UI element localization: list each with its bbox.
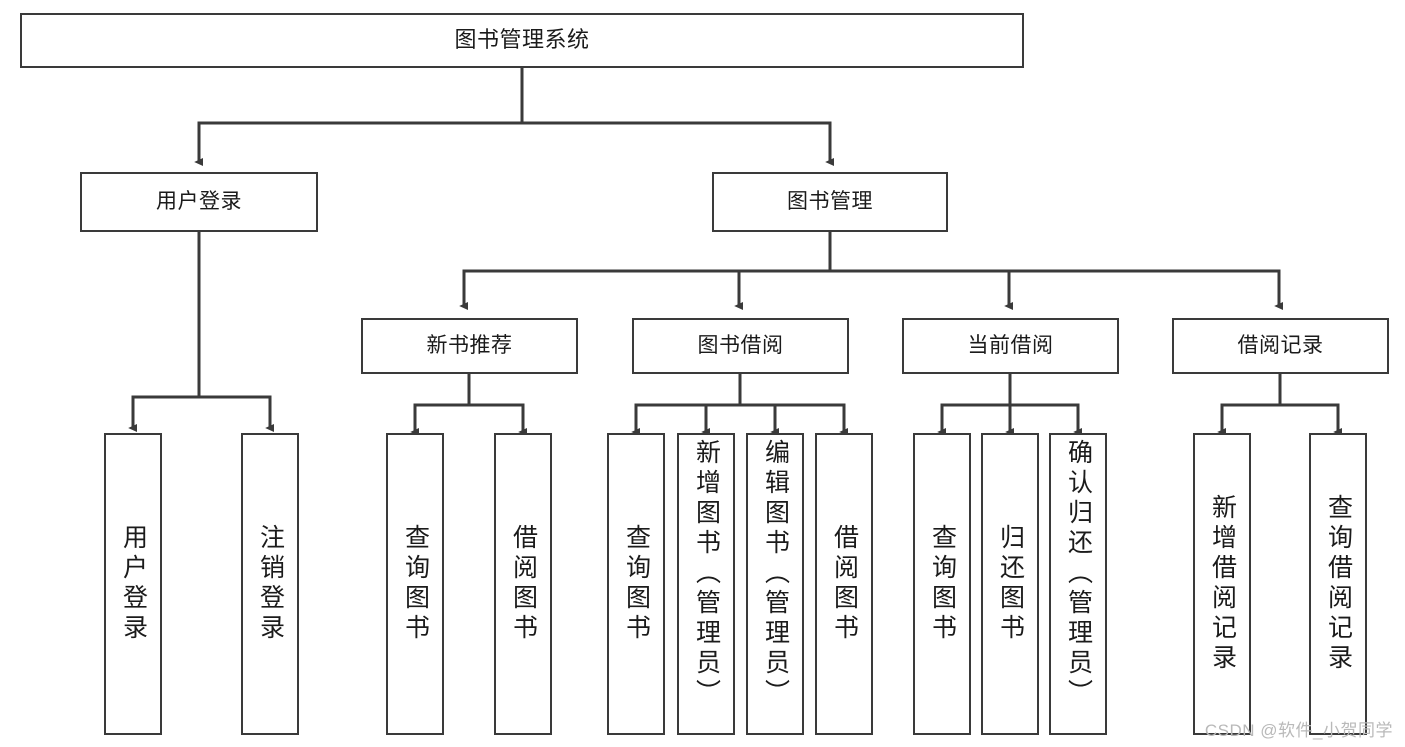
leaf-logout-label: 注销登录 <box>256 524 285 644</box>
leaf-return-book[interactable]: 归还图书 <box>981 433 1039 735</box>
node-root-label: 图书管理系统 <box>454 27 590 53</box>
node-book-borrow[interactable]: 图书借阅 <box>632 318 849 374</box>
node-root[interactable]: 图书管理系统 <box>20 13 1024 68</box>
node-user-login[interactable]: 用户登录 <box>80 172 318 232</box>
leaf-query-book-2[interactable]: 查询图书 <box>607 433 665 735</box>
leaf-query-book-1-label: 查询图书 <box>401 524 430 644</box>
leaf-borrow-book-1-label: 借阅图书 <box>509 524 538 644</box>
node-borrow-record[interactable]: 借阅记录 <box>1172 318 1389 374</box>
node-new-book-recommend[interactable]: 新书推荐 <box>361 318 578 374</box>
node-current-borrow-label: 当前借阅 <box>967 334 1054 358</box>
edges-root <box>128 66 1342 437</box>
leaf-add-book-label: 新增图书（管理员） <box>692 439 721 709</box>
node-user-login-label: 用户登录 <box>156 190 242 214</box>
leaf-return-book-label: 归还图书 <box>996 524 1025 644</box>
node-borrow-record-label: 借阅记录 <box>1237 334 1324 358</box>
leaf-edit-book[interactable]: 编辑图书（管理员） <box>746 433 804 735</box>
node-new-book-recommend-label: 新书推荐 <box>426 334 513 358</box>
leaf-query-book-1[interactable]: 查询图书 <box>386 433 444 735</box>
leaf-add-record[interactable]: 新增借阅记录 <box>1193 433 1251 735</box>
leaf-query-book-3-label: 查询图书 <box>928 524 957 644</box>
leaf-query-record[interactable]: 查询借阅记录 <box>1309 433 1367 735</box>
node-book-management[interactable]: 图书管理 <box>712 172 948 232</box>
leaf-edit-book-label: 编辑图书（管理员） <box>761 439 790 709</box>
leaf-borrow-book-2[interactable]: 借阅图书 <box>815 433 873 735</box>
node-current-borrow[interactable]: 当前借阅 <box>902 318 1119 374</box>
leaf-user-login-label: 用户登录 <box>119 524 148 644</box>
node-book-management-label: 图书管理 <box>787 190 873 214</box>
node-book-borrow-label: 图书借阅 <box>697 334 784 358</box>
leaf-confirm-return[interactable]: 确认归还（管理员） <box>1049 433 1107 735</box>
leaf-borrow-book-2-label: 借阅图书 <box>830 524 859 644</box>
leaf-user-login[interactable]: 用户登录 <box>104 433 162 735</box>
leaf-query-book-3[interactable]: 查询图书 <box>913 433 971 735</box>
leaf-add-record-label: 新增借阅记录 <box>1208 494 1237 674</box>
leaf-borrow-book-1[interactable]: 借阅图书 <box>494 433 552 735</box>
watermark: CSDN @软件_小贺同学 <box>1204 721 1393 740</box>
leaf-logout[interactable]: 注销登录 <box>241 433 299 735</box>
leaf-query-book-2-label: 查询图书 <box>622 524 651 644</box>
leaf-add-book[interactable]: 新增图书（管理员） <box>677 433 735 735</box>
leaf-query-record-label: 查询借阅记录 <box>1324 494 1353 674</box>
leaf-confirm-return-label: 确认归还（管理员） <box>1064 439 1093 709</box>
